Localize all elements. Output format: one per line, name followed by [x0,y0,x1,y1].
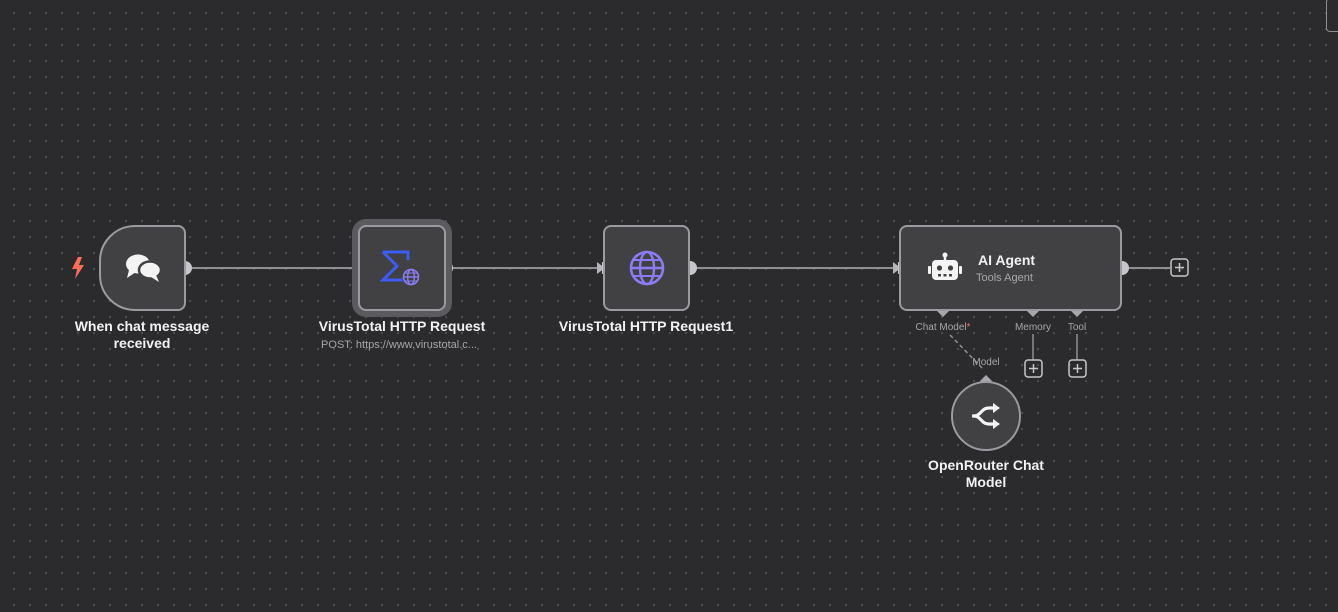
tool-add-button [1068,359,1087,378]
virustotal-request1-node[interactable] [603,225,690,311]
globe-icon [629,250,664,286]
robot-icon [928,252,962,280]
virustotal-request1-label: VirusTotal HTTP Request1 [558,318,734,334]
agent-add-next-button [1170,258,1189,277]
openrouter-label: OpenRouter Chat Model [928,457,1044,491]
model-handle-label: Model [972,357,1000,368]
chat-trigger-label-line2: received [113,335,171,351]
memory-add-button [1024,359,1043,378]
virustotal-request-node[interactable] [358,225,446,311]
canvas-corner-panel-edge[interactable] [1326,0,1338,32]
virustotal-request-sublabel: POST: https://www.virustotal.c... [321,339,477,351]
virustotal-request-label: VirusTotal HTTP Request [318,318,486,334]
openrouter-label-line2: Model [965,474,1007,490]
openrouter-label-line1: OpenRouter Chat [928,457,1044,473]
chat-trigger-label: When chat message received [75,318,210,352]
openrouter-icon [972,403,1000,429]
ai-agent-subtitle: Tools Agent [976,272,1033,284]
memory-handle-label: Memory [1014,322,1052,333]
tool-handle-label: Tool [1067,322,1087,333]
wire-arrow-agent [893,262,901,274]
chat-trigger-label-line1: When chat message [74,318,210,334]
wire-arrow-request1 [597,262,605,274]
wire-arrow-virustotal [353,262,361,274]
trigger-bolt-icon [72,257,84,279]
chat-bubbles-icon [125,254,162,282]
virustotal-globe-icon [380,250,420,286]
chat-model-handle-text: Chat Model [915,322,967,333]
chat-model-handle-label: Chat Model* [915,322,970,333]
wire-model-to-agent [949,334,985,371]
openrouter-chat-model-node[interactable] [951,381,1021,451]
required-asterisk: * [966,322,971,333]
ai-agent-title: AI Agent [978,252,1036,268]
ai-agent-node[interactable] [899,225,1122,311]
chat-trigger-node[interactable] [99,225,186,311]
